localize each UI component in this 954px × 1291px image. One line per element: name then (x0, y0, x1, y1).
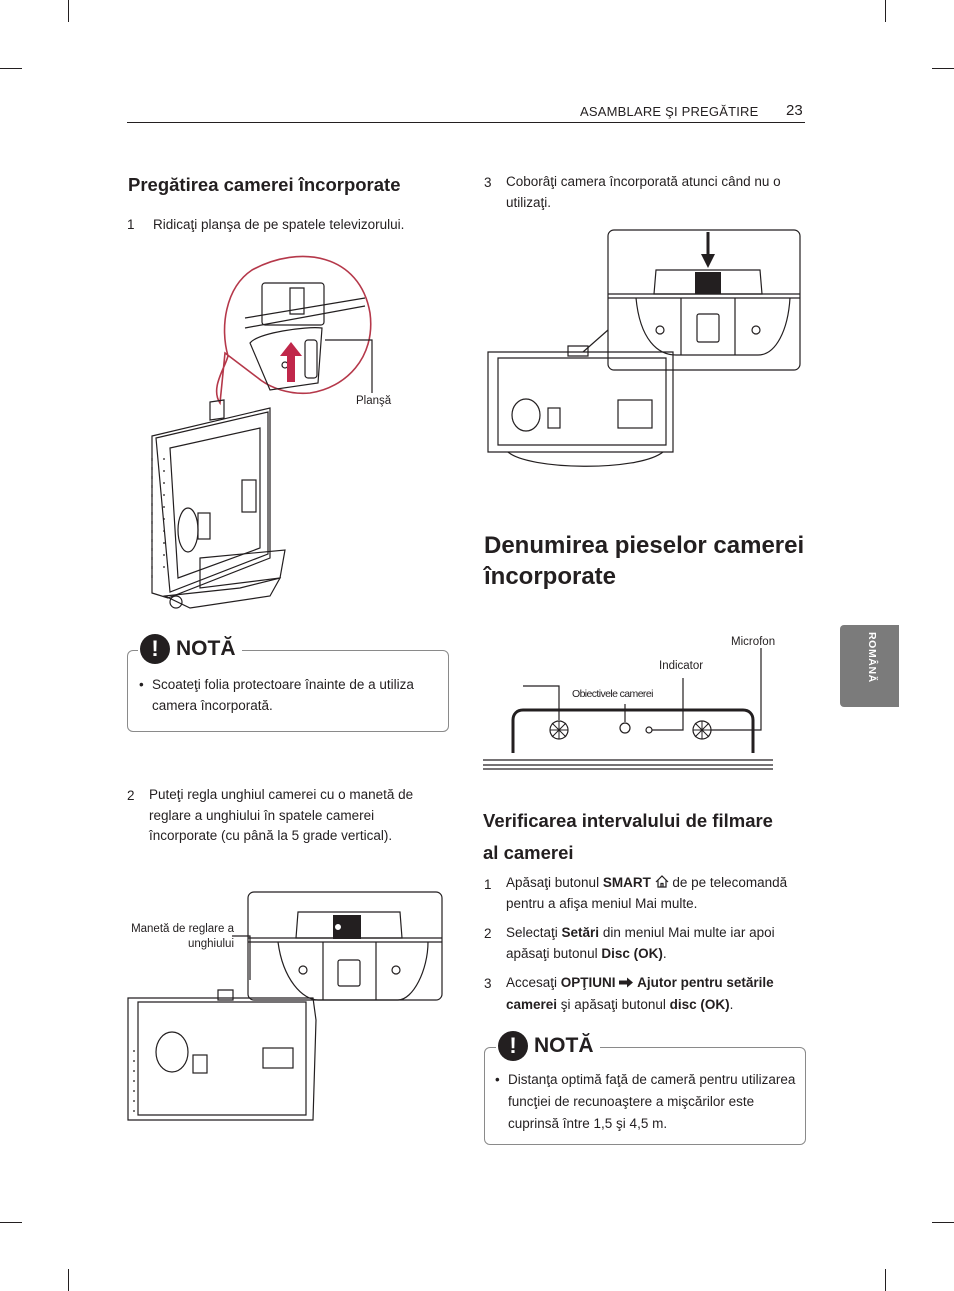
step-text: Coborâţi camera încorporată atunci când … (506, 174, 781, 210)
step-number: 3 (484, 976, 492, 991)
tv-back-figure-1 (151, 255, 373, 609)
crop-mark (932, 1222, 954, 1223)
note-bullet-marker: • (139, 677, 144, 692)
step-text: Ridicaţi planşa de pe spatele televizoru… (153, 217, 405, 232)
note-header: ! NOTĂ (496, 1031, 600, 1061)
step-number: 2 (127, 788, 135, 803)
tv-back-figure-3 (487, 229, 801, 467)
step-text-part: Accesaţi (506, 975, 561, 990)
step-text-part: de pe telecomandă pentru a afişa meniul … (506, 875, 788, 911)
crop-mark (68, 0, 69, 22)
tv-back-figure-2 (127, 891, 443, 1121)
exclamation-icon: ! (498, 1031, 528, 1061)
section-title: ASAMBLARE ŞI PREGĂTIRE (580, 104, 759, 119)
arrow-right-icon (619, 974, 634, 995)
disc-ok-button-name: disc (OK) (669, 996, 730, 1012)
step-number: 2 (484, 926, 492, 941)
header-rule (127, 122, 805, 123)
note-box (484, 1047, 806, 1145)
language-tab (840, 625, 899, 707)
section-heading-parts: Denumirea pieselor camerei încorporate (484, 532, 805, 590)
section-heading-prepare: Pregătirea camerei încorporate (128, 174, 401, 195)
crop-mark (885, 0, 886, 22)
page-number: 23 (786, 102, 803, 119)
disc-ok-button-name: Disc (OK) (601, 945, 663, 961)
figure-label-lever: Manetă de reglare a unghiului (131, 923, 234, 950)
crop-mark (932, 68, 954, 69)
setari-menu-name: Setări (561, 925, 600, 940)
note-bullet-marker: • (495, 1072, 500, 1087)
label-indicator: Indicator (659, 660, 704, 672)
note-title: NOTĂ (176, 637, 236, 660)
crop-mark (68, 1269, 69, 1291)
crop-mark (885, 1269, 886, 1291)
step-text-part: din meniul Mai multe iar apoi apăsaţi bu… (506, 925, 775, 961)
home-icon (655, 874, 669, 888)
exclamation-icon: ! (140, 634, 170, 664)
step-text-part: . (662, 945, 667, 961)
section-heading-range: Verificarea intervalului de filmare al c… (483, 810, 773, 863)
camera-parts-diagram (483, 648, 773, 770)
step-text-part: Apăsaţi butonul (506, 875, 603, 890)
optiuni-menu-name: OPŢIUNI (560, 975, 616, 990)
figure-label-plansa: Planşă (356, 395, 392, 407)
step-number: 3 (484, 175, 492, 190)
step-number: 1 (484, 877, 492, 892)
step-text-part: . (729, 996, 734, 1012)
label-obiective: Obiectivele camerei (572, 688, 653, 700)
note-bullet-text: Distanţa optimă faţă de cameră pentru ut… (508, 1072, 796, 1131)
smart-button-name: SMART (602, 875, 651, 890)
step-text-part: şi apăsaţi butonul (557, 996, 670, 1012)
crop-mark (0, 1222, 22, 1223)
step-text-part: Selectaţi (506, 925, 562, 940)
label-microfon: Microfon (731, 636, 776, 648)
step-text: Apăsaţi butonul SMART de pe telecomandă … (506, 873, 806, 914)
step-number: 1 (127, 217, 135, 232)
step-text: Selectaţi Setări din meniul Mai multe ia… (506, 923, 806, 964)
step-text: Accesaţi OPŢIUNI Ajutor pentru setările … (506, 973, 806, 1015)
step-text: Puteţi regla unghiul camerei cu o manetă… (149, 787, 414, 843)
crop-mark (0, 68, 22, 69)
camera-settings-help-name: Ajutor pentru setările camerei (506, 975, 774, 1012)
language-tab-label: ROMÂNĂ (866, 632, 878, 683)
note-header: ! NOTĂ (138, 634, 242, 664)
note-bullet-text: Scoateţi folia protectoare înainte de a … (152, 677, 414, 713)
note-title: NOTĂ (534, 1034, 594, 1057)
